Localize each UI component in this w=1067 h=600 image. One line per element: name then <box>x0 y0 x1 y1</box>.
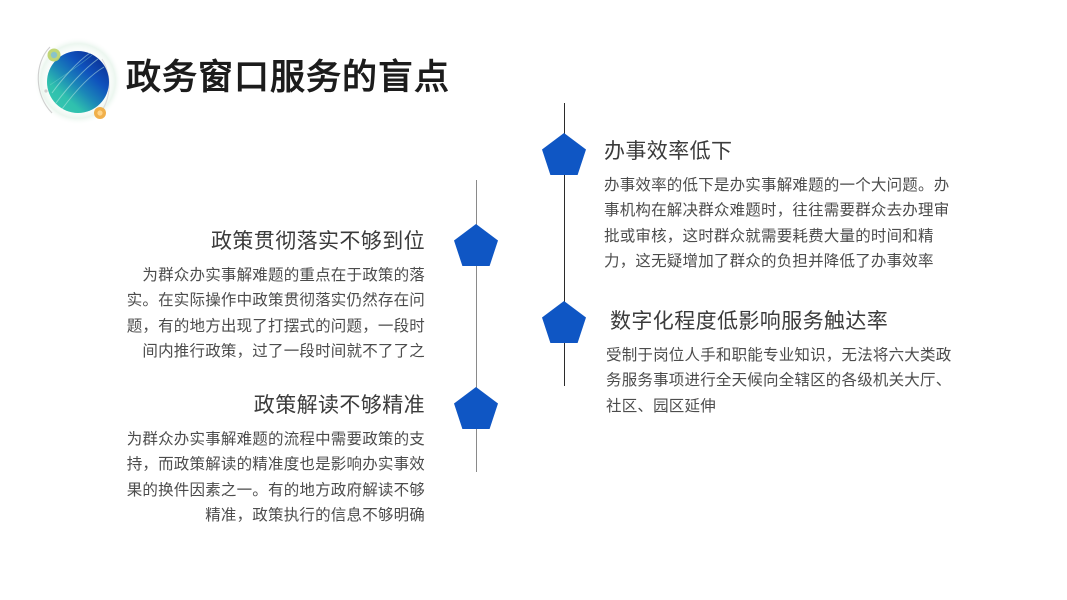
page-title: 政务窗口服务的盲点 <box>126 58 451 97</box>
block-heading: 政策解读不够精准 <box>253 394 425 417</box>
block-heading: 办事效率低下 <box>604 140 733 163</box>
content-block-right-1: 办事效率低下 办事效率的低下是办实事解难题的一个大问题。办事机构在解决群众难题时… <box>604 138 964 274</box>
block-body: 为群众办实事解难题的流程中需要政策的支持，而政策解读的精准度也是影响办实事效果的… <box>126 431 425 524</box>
content-block-right-2: 数字化程度低影响服务触达率 受制于岗位人手和职能专业知识，无法将六大类政务服务事… <box>604 308 964 419</box>
timeline-rail-left <box>476 180 477 472</box>
content-block-left-2: 政策解读不够精准 为群众办实事解难题的流程中需要政策的支持，而政策解读的精准度也… <box>115 392 425 528</box>
block-heading: 数字化程度低影响服务触达率 <box>610 310 889 333</box>
slide-header: 政务窗口服务的盲点 <box>0 0 1067 130</box>
block-heading: 政策贯彻落实不够到位 <box>211 230 425 253</box>
content-block-left-1: 政策贯彻落实不够到位 为群众办实事解难题的重点在于政策的落实。在实际操作中政策贯… <box>115 228 425 364</box>
block-body: 受制于岗位人手和职能专业知识，无法将六大类政务服务事项进行全天候向全辖区的各级机… <box>606 347 952 415</box>
pentagon-marker-2[interactable] <box>453 223 499 267</box>
pentagon-marker-1[interactable] <box>541 132 587 176</box>
block-body: 为群众办实事解难题的重点在于政策的落实。在实际操作中政策贯彻落实仍然存在问题，有… <box>126 267 425 360</box>
timeline-rail-right <box>564 103 565 386</box>
globe-sphere-logo-icon <box>28 33 124 129</box>
pentagon-marker-3[interactable] <box>541 300 587 344</box>
pentagon-marker-4[interactable] <box>453 386 499 430</box>
block-body: 办事效率的低下是办实事解难题的一个大问题。办事机构在解决群众难题时，往往需要群众… <box>604 177 950 270</box>
